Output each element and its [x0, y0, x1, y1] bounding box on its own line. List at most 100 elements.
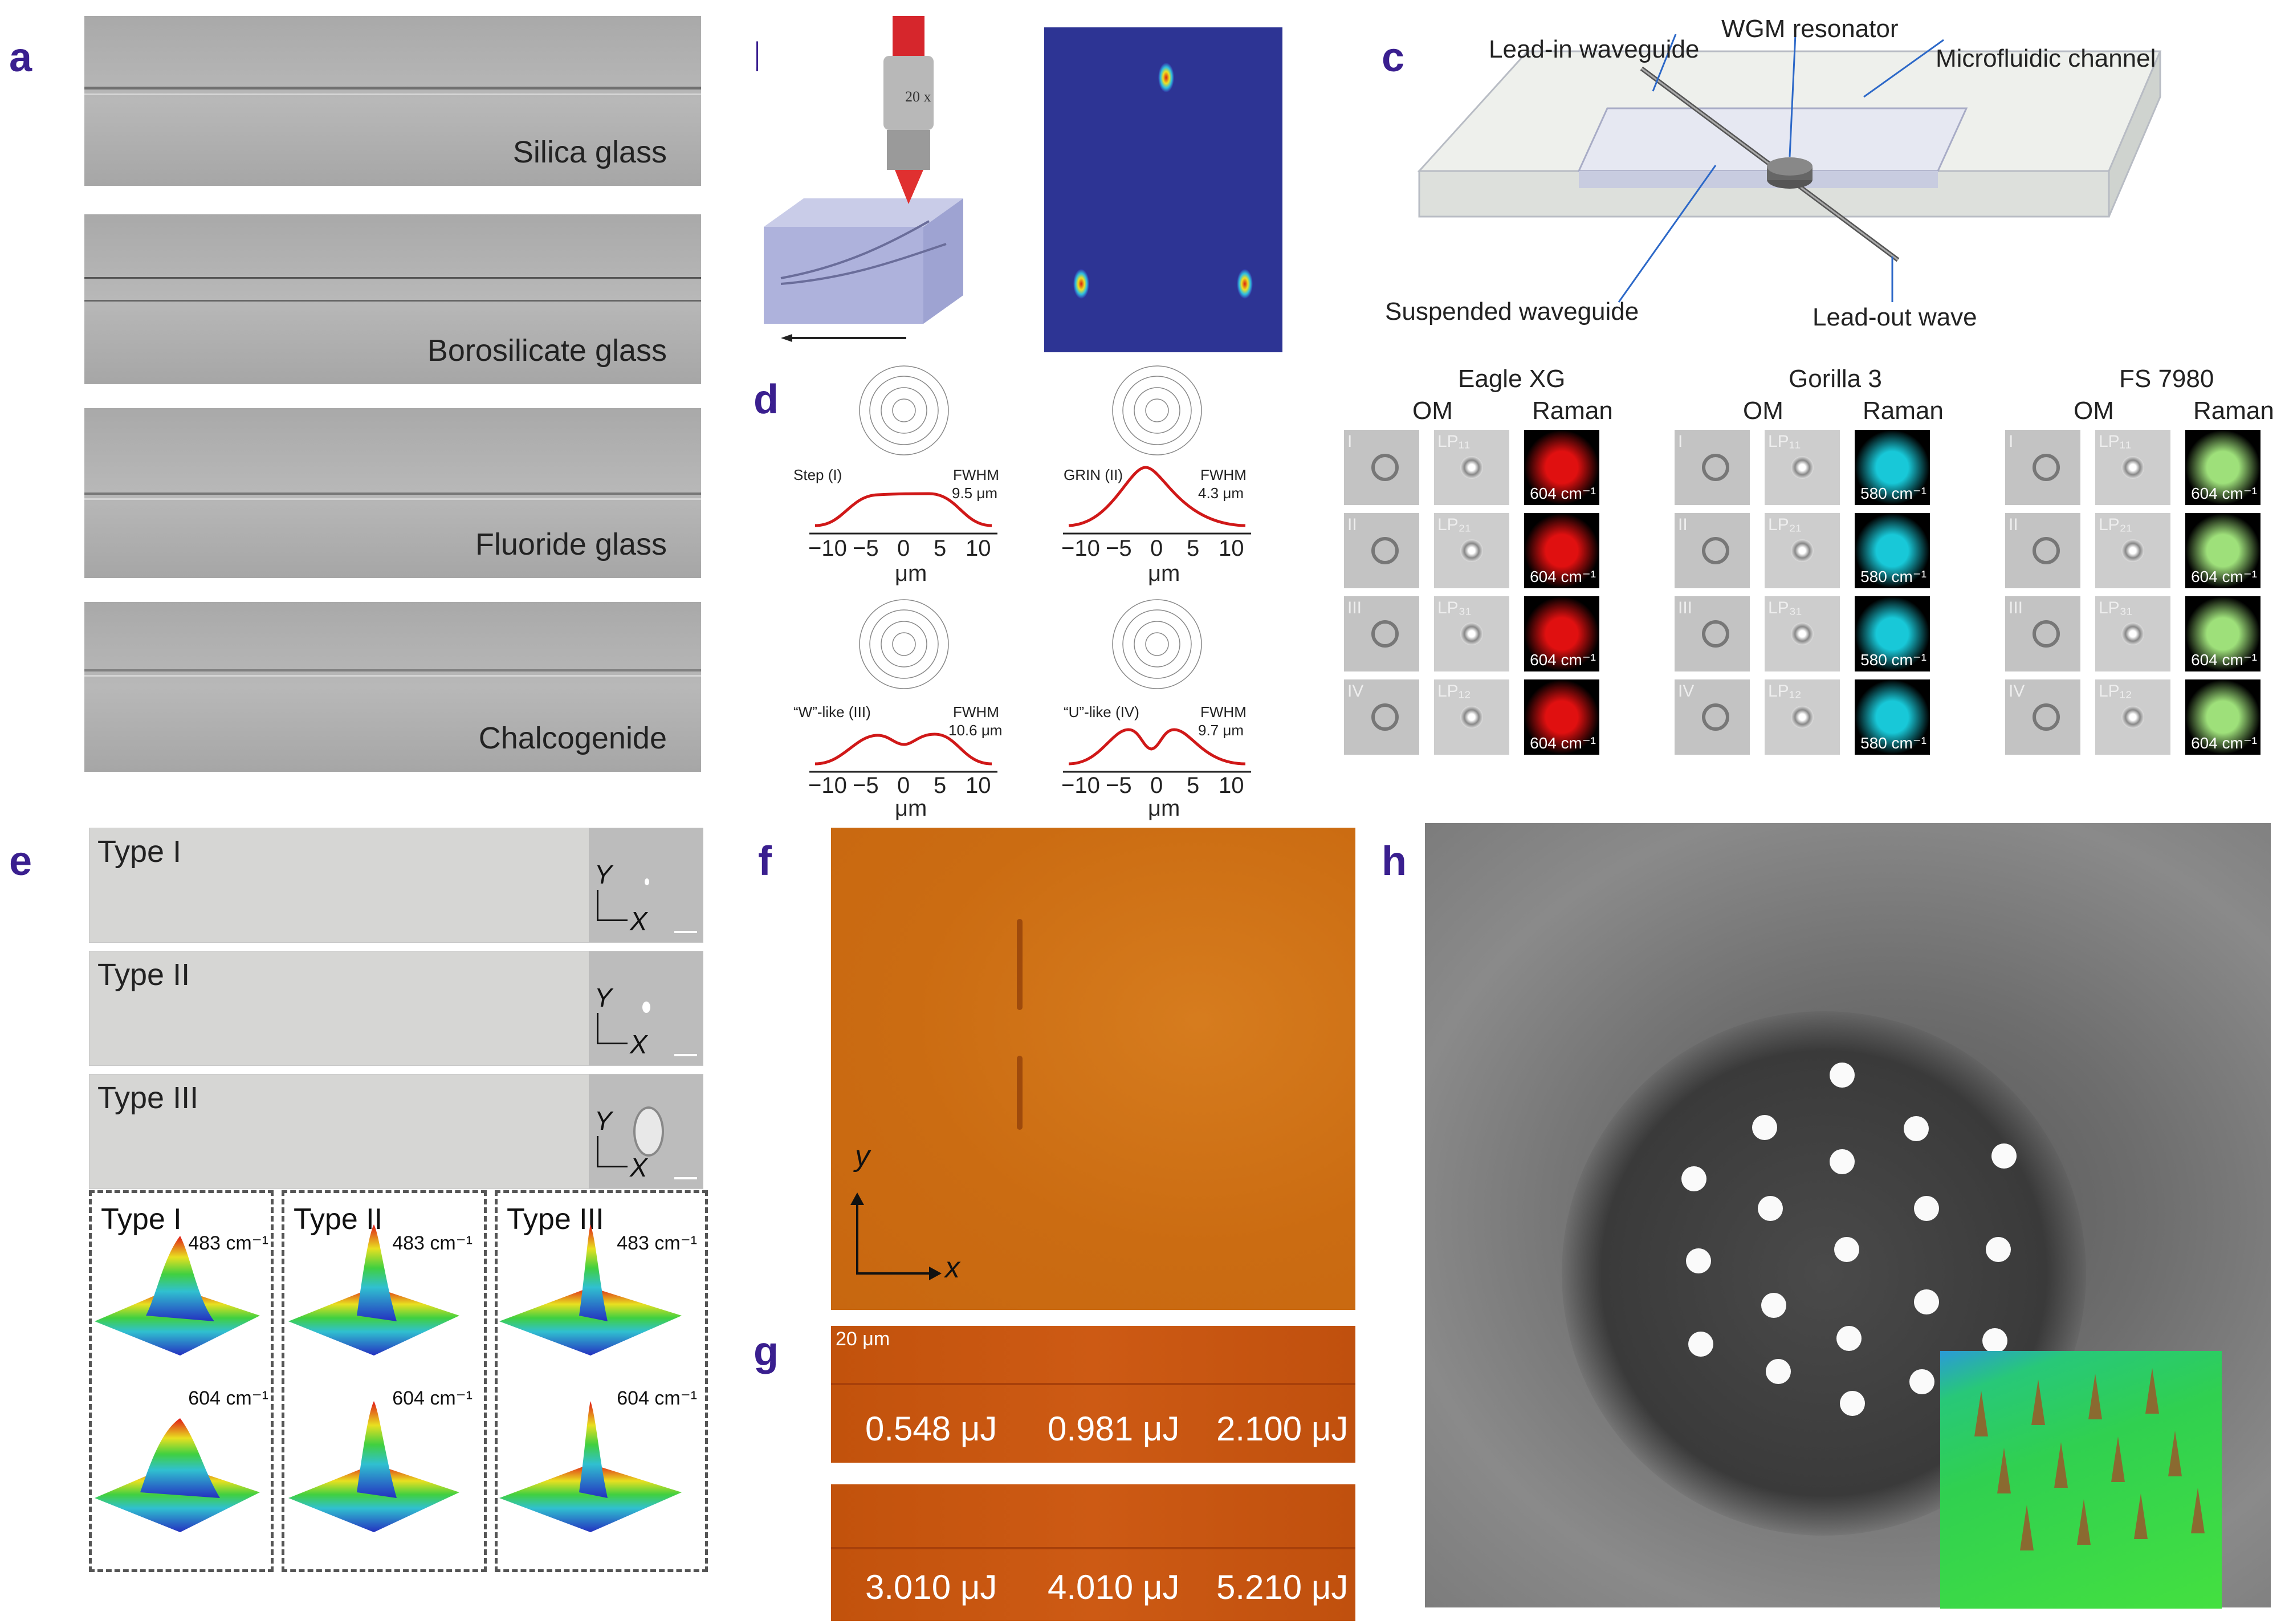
lp-mode-image: LP₁₂: [1765, 679, 1840, 755]
pulse-energy-label: 0.981 μJ: [1048, 1410, 1180, 1448]
glass-micrograph-fluoride: Fluoride glass: [84, 408, 701, 578]
suspended-waveguide-label: Suspended waveguide: [1385, 298, 1639, 325]
wavenumber-label: 604 cm⁻¹: [2191, 568, 2257, 585]
cross-section-inset: Y X: [589, 951, 703, 1065]
panel-label-g: g: [754, 1329, 779, 1374]
pulse-energy-label: 3.010 μJ: [865, 1568, 997, 1606]
raman-map-image: 604 cm⁻¹: [1524, 596, 1599, 671]
fwhm-label: FWHM: [953, 703, 999, 721]
om-image: II: [2005, 513, 2080, 588]
type-iii-micrograph: Type III Y X: [89, 1074, 703, 1189]
wavenumber-label: 483 cm⁻¹: [188, 1232, 268, 1254]
lp-mode-image: LP₃₁: [2095, 596, 2170, 671]
pulse-energy-label: 0.548 μJ: [865, 1410, 997, 1448]
lp-mode-label: LP₁₂: [1768, 682, 1802, 701]
x-axis-label: X: [630, 1153, 647, 1182]
wavenumber-label: 604 cm⁻¹: [188, 1387, 268, 1409]
mode-row-label: I: [1347, 432, 1353, 451]
y-axis-label: Y: [594, 1106, 612, 1135]
mode-row-label: III: [1347, 599, 1362, 617]
wavenumber-label: 604 cm⁻¹: [1530, 485, 1596, 502]
panel-label-d: d: [754, 377, 779, 422]
raman-map-image: 604 cm⁻¹: [2185, 430, 2261, 505]
axis-tick: 0: [1150, 773, 1163, 798]
waveguide-micrograph-f: y x: [831, 828, 1355, 1310]
y-axis-label: y: [855, 1139, 870, 1173]
om-image: IV: [1344, 679, 1419, 755]
om-image: I: [1344, 430, 1419, 505]
y-axis-label: Y: [594, 860, 612, 889]
mode-row-label: IV: [2009, 682, 2025, 701]
energy-series-bottom: 3.010 μJ 4.010 μJ 5.210 μJ: [831, 1484, 1355, 1621]
lp-mode-image: LP₁₁: [2095, 430, 2170, 505]
axis-tick: 10: [966, 773, 991, 798]
om-column-header: OM: [2074, 397, 2114, 425]
om-image: III: [1344, 596, 1419, 671]
wavenumber-label: 604 cm⁻¹: [1530, 651, 1596, 669]
pulse-energy-label: 4.010 μJ: [1048, 1568, 1180, 1606]
raman-map-image: 604 cm⁻¹: [2185, 513, 2261, 588]
axis-tick: 0: [897, 536, 910, 561]
axis-tick: −10: [808, 773, 847, 798]
mode-row-label: III: [2009, 599, 2023, 617]
wavenumber-label: 604 cm⁻¹: [1530, 568, 1596, 585]
wavenumber-label: 580 cm⁻¹: [1860, 651, 1926, 669]
lp-mode-image: LP₁₁: [1765, 430, 1840, 505]
mode-row-label: IV: [1347, 682, 1364, 701]
raman-map-title: Type III: [507, 1203, 604, 1236]
mode-row-label: II: [1347, 515, 1357, 534]
fwhm-value: 10.6 μm: [948, 722, 1003, 739]
lp-mode-image: LP₁₂: [1434, 679, 1509, 755]
om-image: IV: [1675, 679, 1750, 755]
cross-section-inset: Y X: [589, 828, 703, 942]
axis-tick: −5: [1106, 536, 1132, 561]
axis-tick: −10: [1061, 536, 1100, 561]
wavenumber-label: 580 cm⁻¹: [1860, 734, 1926, 752]
raman-map-title: Type II: [294, 1203, 383, 1236]
axis-tick: −5: [853, 773, 879, 798]
wgm-resonator-label: WGM resonator: [1721, 15, 1899, 43]
panel-label-a: a: [9, 35, 32, 80]
raman-map-image: 604 cm⁻¹: [1524, 430, 1599, 505]
fwhm-label: FWHM: [1200, 466, 1247, 483]
type-label: Type III: [97, 1081, 199, 1115]
wavenumber-label: 580 cm⁻¹: [1860, 568, 1926, 585]
wavenumber-label: 604 cm⁻¹: [392, 1387, 473, 1409]
axis-tick: −5: [853, 536, 879, 561]
raman-map-image: 580 cm⁻¹: [1855, 430, 1930, 505]
group-title: Gorilla 3: [1789, 365, 1882, 393]
fwhm-label: FWHM: [953, 466, 999, 483]
lp-mode-image: LP₂₁: [2095, 513, 2170, 588]
x-axis-label: x: [945, 1251, 960, 1284]
panel-label-c: c: [1382, 35, 1405, 80]
type-label: Type II: [97, 958, 190, 992]
axis-tick: 0: [1150, 536, 1163, 561]
fiber-profile-plots: [809, 365, 1251, 773]
glass-label: Fluoride glass: [475, 527, 667, 561]
raman-column-header: Raman: [1532, 397, 1613, 425]
energy-series-top: 20 μm 0.548 μJ 0.981 μJ 2.100 μJ: [831, 1326, 1355, 1463]
profile-name-u: “U”-like (IV): [1064, 703, 1139, 721]
wavenumber-label: 604 cm⁻¹: [617, 1387, 697, 1409]
glass-label: Silica glass: [512, 135, 667, 169]
axis-label: μm: [895, 561, 927, 586]
raman-map-image: 604 cm⁻¹: [2185, 596, 2261, 671]
axis-tick: 10: [1219, 536, 1244, 561]
raman-map-image: 604 cm⁻¹: [1524, 679, 1599, 755]
lp-mode-label: LP₁₂: [1437, 682, 1471, 701]
pulse-energy-label: 5.210 μJ: [1216, 1568, 1349, 1606]
om-image: IV: [2005, 679, 2080, 755]
mode-row-label: III: [1678, 599, 1693, 617]
raman-map-image: 604 cm⁻¹: [2185, 679, 2261, 755]
type-ii-micrograph: Type II Y X: [89, 951, 703, 1066]
lp-mode-image: LP₂₁: [1765, 513, 1840, 588]
cross-section-inset: Y X: [589, 1074, 703, 1189]
axis-tick: 5: [934, 773, 947, 798]
raman-map-title: Type I: [101, 1203, 182, 1236]
raman-map-image: 580 cm⁻¹: [1855, 513, 1930, 588]
wavenumber-label: 604 cm⁻¹: [2191, 734, 2257, 752]
axis-label: μm: [1148, 561, 1180, 586]
wavenumber-label: 604 cm⁻¹: [2191, 651, 2257, 669]
om-image: I: [2005, 430, 2080, 505]
mode-row-label: II: [2009, 515, 2018, 534]
